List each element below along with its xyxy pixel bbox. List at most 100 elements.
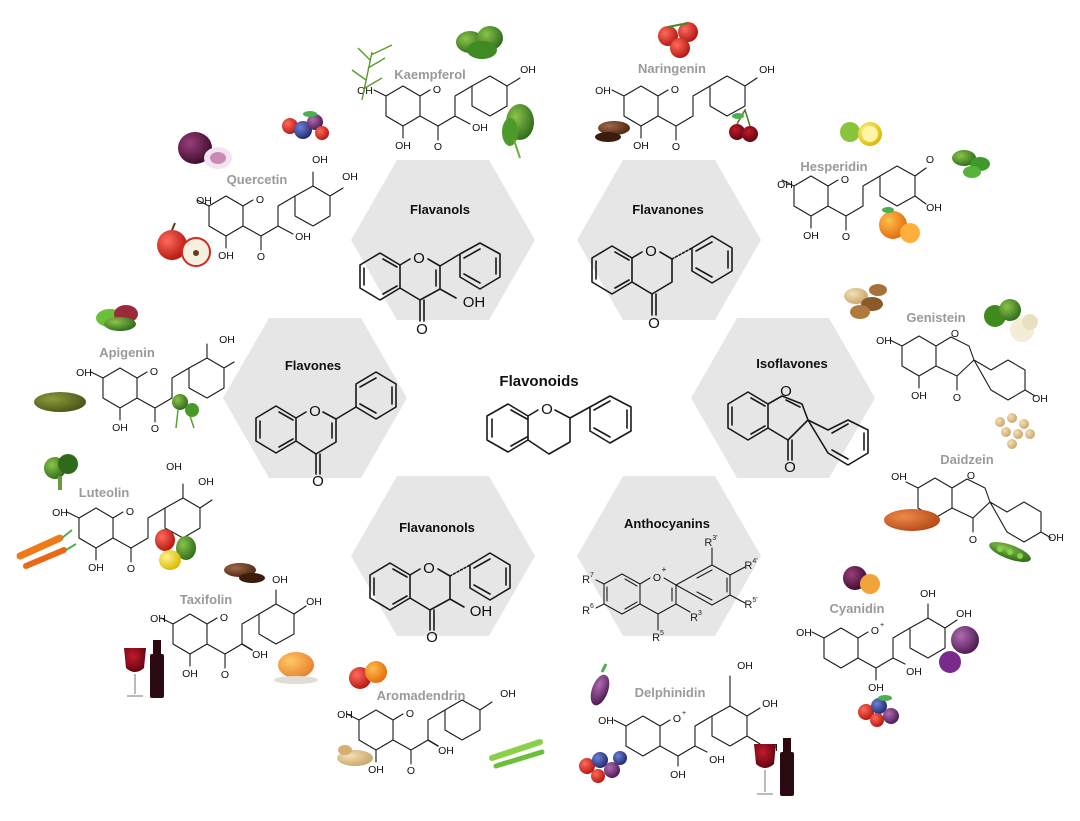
atom-hydroxyl-taxifolin-3: OH	[252, 649, 268, 661]
atom-hydroxyl-quercetin-7: OH	[196, 195, 212, 207]
compound-label-daidzein: Daidzein	[940, 452, 994, 467]
lettuce-illustration	[96, 305, 138, 331]
atom-hydroxyl-luteolin-3p: OH	[166, 461, 182, 473]
atom-hydroxyl-kaempferol-7: OH	[357, 85, 373, 97]
atom-carbonyl-daidzein: O	[969, 534, 977, 546]
atom-oxygen-luteolin: O	[126, 506, 134, 518]
structure-flavanonols-core: O O OH	[369, 552, 511, 646]
atom-carbonyl-naringenin: O	[672, 141, 680, 153]
dill-illustration	[351, 44, 393, 101]
category-title-isoflavones: Isoflavones	[756, 356, 828, 371]
structure-anthocyanins-core: O + R3' R4' R5' R3 R5 R6 R7	[582, 535, 758, 644]
atom-oxygen-naringenin: O	[671, 84, 679, 96]
atom-hydroxyl-kaempferol-3: OH	[472, 122, 488, 134]
substituent-r7: R7	[582, 572, 594, 586]
orange-illustration	[879, 207, 920, 243]
structure-taxifolin: Taxifolin O O OH OH OH OH OH	[150, 574, 322, 681]
structure-hesperidin: Hesperidin O O O OH OH OH	[777, 154, 942, 243]
atom-oxygen-flavones: O	[309, 403, 321, 420]
atom-hydroxyl-genistein-7: OH	[876, 335, 892, 347]
category-title-flavanols: Flavanols	[410, 202, 470, 217]
atom-oxygen-delphinidin: O	[673, 713, 681, 725]
grapefruit-illustration	[349, 661, 387, 689]
atom-hydroxyl-apigenin-7: OH	[76, 367, 92, 379]
substituent-r5: R5	[652, 630, 664, 644]
atom-carbonyl-luteolin: O	[127, 563, 135, 575]
wine-left-illustration	[124, 640, 164, 698]
apple-illustration	[157, 222, 211, 267]
structure-flavones-core: O O	[255, 371, 397, 490]
atom-carbonyl-flavanols: O	[416, 321, 428, 338]
tomatoes-illustration	[658, 22, 698, 58]
atom-hydroxyl-hesperidin-5: OH	[803, 230, 819, 242]
structure-flavan: O	[486, 395, 632, 455]
dried-herbs-illustration	[34, 392, 86, 412]
atom-oxygen-aromadendrin: O	[406, 708, 414, 720]
atom-hydroxyl-luteolin-4p: OH	[198, 476, 214, 488]
citrus-illustration	[840, 122, 882, 146]
atom-carbonyl-kaempferol: O	[434, 141, 442, 153]
structure-daidzein: Daidzein O O OH OH	[891, 452, 1064, 546]
compound-label-luteolin: Luteolin	[79, 485, 130, 500]
atom-oxygen-daidzein: O	[967, 470, 975, 482]
eggplant-illustration	[590, 663, 610, 706]
compound-label-cyanidin: Cyanidin	[830, 601, 885, 616]
atom-hydroxyl-aromadendrin-7: OH	[337, 709, 353, 721]
atom-hydroxyl-genistein-4p: OH	[1032, 393, 1048, 405]
compound-label-delphinidin: Delphinidin	[635, 685, 706, 700]
atom-oxygen-hesperidin: O	[841, 174, 849, 186]
hexagon-flavanonols	[351, 476, 535, 636]
onion-illustration	[178, 132, 232, 169]
atom-oxygen-anthocyanins: O	[653, 572, 661, 584]
atom-carbonyl-flavones: O	[312, 473, 324, 490]
atom-hydroxyl-daidzein-4p: OH	[1048, 532, 1064, 544]
atom-oxygen-kaempferol: O	[433, 84, 441, 96]
atom-cation-anthocyanins: +	[662, 565, 667, 574]
atom-hydroxyl-daidzein-7: OH	[891, 471, 907, 483]
atom-hydroxyl-naringenin-7: OH	[595, 85, 611, 97]
center-title-flavonoids: Flavonoids	[499, 373, 578, 390]
compound-label-apigenin: Apigenin	[99, 345, 155, 360]
atom-hydroxyl-delphinidin-3: OH	[709, 754, 725, 766]
wine-bottom-illustration	[754, 738, 794, 796]
structure-naringenin: Naringenin O O OH OH OH	[595, 61, 775, 153]
atom-hydroxyl-hesperidin-7: OH	[777, 179, 793, 191]
atom-hydroxyl-naringenin-4p: OH	[759, 64, 775, 76]
atom-hydroxyl-kaempferol-5: OH	[395, 140, 411, 152]
structure-quercetin: Quercetin O O OH OH OH OH OH	[196, 154, 358, 263]
atom-hydroxyl-taxifolin-5: OH	[182, 668, 198, 680]
cherries-illustration	[729, 108, 758, 142]
structure-aromadendrin: Aromadendrin O O OH OH OH OH	[337, 688, 516, 777]
compound-label-hesperidin: Hesperidin	[800, 159, 867, 174]
atom-hydroxyl-taxifolin-4p: OH	[306, 596, 322, 608]
atom-oxygen-apigenin: O	[150, 366, 158, 378]
hexagon-anthocyanins	[577, 476, 761, 636]
atom-oxygen-hesperidin-methoxy: O	[926, 154, 934, 166]
atom-carbonyl-hesperidin: O	[842, 231, 850, 243]
cocoa-left-illustration	[224, 563, 265, 583]
structure-cyanidin: Cyanidin O + OH OH OH OH OH	[796, 588, 972, 694]
hexagon-flavanols	[351, 160, 535, 320]
substituent-r6: R6	[582, 603, 594, 617]
atom-hydroxyl-delphinidin-5: OH	[670, 769, 686, 781]
atom-oxygen-cyanidin: O	[871, 625, 879, 637]
berries-bottom-center-illustration	[579, 751, 627, 783]
spinach-illustration	[456, 26, 503, 59]
atom-oxygen-ring: O	[541, 401, 553, 418]
atom-hydroxyl-naringenin-5: OH	[633, 140, 649, 152]
substituent-r3prime: R3'	[704, 535, 717, 549]
atom-hydroxyl-quercetin-5: OH	[218, 250, 234, 262]
atom-oxygen-flavanols: O	[413, 250, 425, 267]
atom-hydroxyl-apigenin-5: OH	[112, 422, 128, 434]
substituent-r3: R3	[690, 610, 702, 624]
cocoa-illustration	[595, 121, 630, 142]
structure-genistein: Genistein O O OH OH OH	[876, 310, 1048, 405]
compound-label-quercetin: Quercetin	[227, 172, 288, 187]
atom-carbonyl-flavanonols: O	[426, 629, 438, 646]
compound-label-taxifolin: Taxifolin	[180, 592, 233, 607]
atom-oxygen-flavanonols: O	[423, 560, 435, 577]
atom-oxygen-flavanones: O	[645, 243, 657, 260]
broccoli-cauliflower-illustration	[984, 299, 1038, 342]
structure-isoflavones-core: O O	[727, 383, 869, 476]
kale-illustration	[502, 104, 534, 159]
